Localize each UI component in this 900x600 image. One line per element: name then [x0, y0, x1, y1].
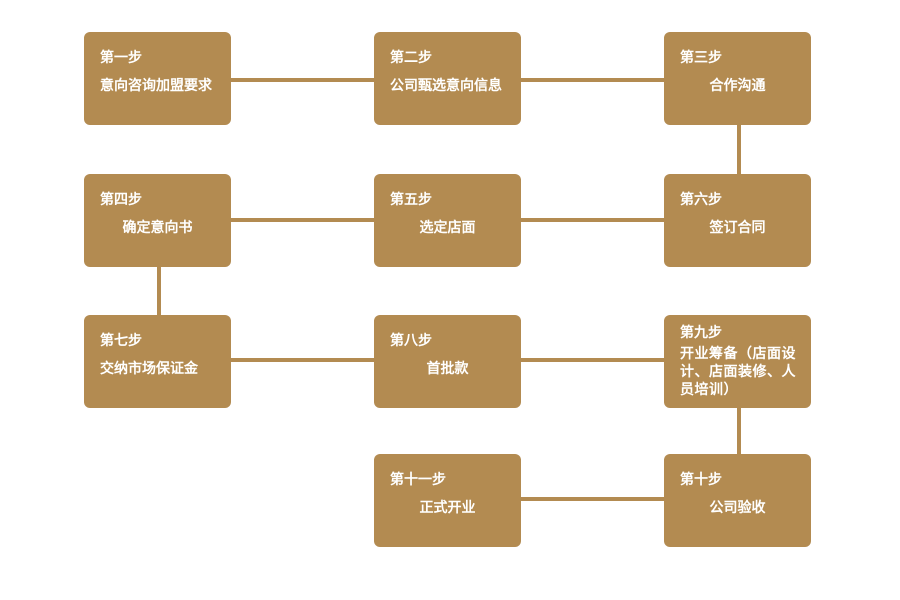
step-5-text: 选定店面 — [419, 220, 476, 236]
step-2-box: 第二步 公司甄选意向信息 — [374, 32, 521, 125]
step-6-text: 签订合同 — [709, 220, 766, 236]
step-7-box: 第七步 交纳市场保证金 — [84, 315, 231, 408]
step-3-box: 第三步 合作沟通 — [664, 32, 811, 125]
step-3-text: 合作沟通 — [709, 78, 766, 94]
step-8-text: 首批款 — [426, 361, 469, 377]
step-10-number: 第十步 — [680, 472, 722, 488]
step-9-text: 开业筹备（店面设计、店面装修、人员培训） — [680, 346, 796, 398]
step-8-number: 第八步 — [390, 333, 432, 349]
step-1-text: 意向咨询加盟要求 — [100, 78, 212, 94]
step-9-number: 第九步 — [680, 325, 722, 341]
step-2-number: 第二步 — [390, 50, 432, 66]
step-4-box: 第四步 确定意向书 — [84, 174, 231, 267]
step-5-number: 第五步 — [390, 192, 432, 208]
step-1-number: 第一步 — [100, 50, 142, 66]
step-1-box: 第一步 意向咨询加盟要求 — [84, 32, 231, 125]
step-7-number: 第七步 — [100, 333, 142, 349]
step-10-box: 第十步 公司验收 — [664, 454, 811, 547]
step-3-number: 第三步 — [680, 50, 722, 66]
step-9-box: 第九步 开业筹备（店面设计、店面装修、人员培训） — [664, 315, 811, 408]
step-4-text: 确定意向书 — [122, 220, 193, 236]
step-8-box: 第八步 首批款 — [374, 315, 521, 408]
step-7-text: 交纳市场保证金 — [100, 361, 198, 377]
step-11-box: 第十一步 正式开业 — [374, 454, 521, 547]
step-4-number: 第四步 — [100, 192, 142, 208]
step-5-box: 第五步 选定店面 — [374, 174, 521, 267]
step-6-number: 第六步 — [680, 192, 722, 208]
step-11-text: 正式开业 — [419, 500, 476, 516]
step-2-text: 公司甄选意向信息 — [390, 78, 502, 94]
step-10-text: 公司验收 — [709, 500, 766, 516]
step-6-box: 第六步 签订合同 — [664, 174, 811, 267]
step-11-number: 第十一步 — [390, 472, 446, 488]
